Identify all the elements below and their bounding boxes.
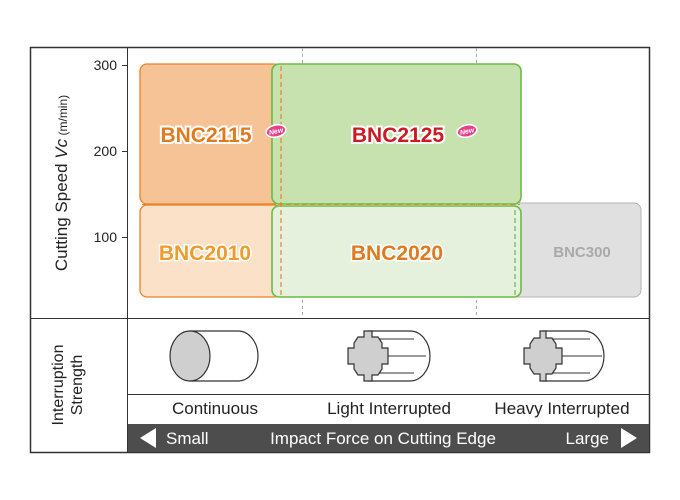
new-badge-bnc2125: New — [456, 124, 478, 138]
category-heavy-interrupted: Heavy Interrupted — [494, 399, 629, 418]
impact-large-label: Large — [566, 429, 609, 448]
continuous-cylinder-icon — [169, 330, 259, 382]
y-axis-label-var: Vc — [52, 138, 71, 158]
tick-label-300: 300 — [94, 57, 118, 73]
category-light-interrupted: Light Interrupted — [327, 399, 451, 418]
region-bnc2020 — [271, 205, 522, 298]
label-bnc2020: BNC2020 — [351, 242, 443, 265]
impact-force-bar — [128, 424, 649, 452]
outer-frame — [29, 46, 651, 454]
interruption-label-line2: Strength — [69, 355, 86, 415]
impact-small-label: Small — [166, 429, 209, 448]
heavy-interrupted-cylinder-icon — [523, 330, 605, 382]
label-bnc2125: BNC2125 — [352, 124, 445, 147]
interruption-label-line1: Interruption — [50, 345, 67, 426]
svg-text:New: New — [268, 127, 284, 137]
arrow-right-icon — [621, 428, 637, 448]
tick-label-200: 200 — [94, 143, 118, 159]
tick-label-100: 100 — [94, 229, 118, 245]
y-axis-label-main: Cutting Speed — [52, 159, 71, 271]
y-axis-label: Cutting Speed Vc (m/min) — [52, 95, 71, 271]
y-axis-label-unit: (m/min) — [56, 95, 70, 139]
label-bnc2010: BNC2010 — [159, 242, 251, 265]
svg-text:New: New — [459, 127, 475, 137]
label-bnc300: BNC300 — [553, 244, 611, 261]
arrow-left-icon — [140, 428, 156, 448]
light-interrupted-cylinder-icon — [347, 330, 431, 382]
impact-center-label: Impact Force on Cutting Edge — [270, 429, 496, 448]
new-badge-bnc2115: New — [265, 124, 287, 138]
category-continuous: Continuous — [172, 399, 258, 418]
label-bnc2115: BNC2115 — [160, 124, 251, 147]
